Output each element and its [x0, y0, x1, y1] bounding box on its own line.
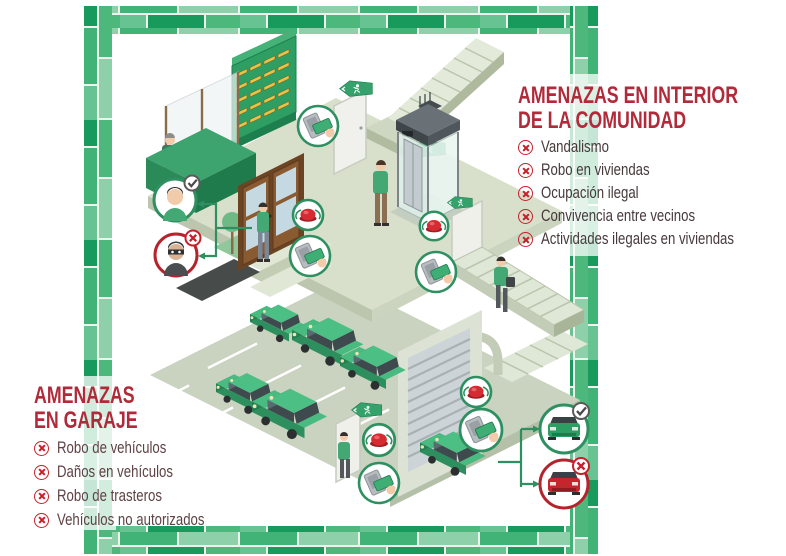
interior-title-line1: AMENAZAS EN INTERIOR — [518, 82, 739, 109]
garage-person — [338, 432, 350, 478]
list-item: Robo de trasteros — [34, 484, 264, 508]
card-reader-garage — [357, 461, 401, 505]
arrowhead — [533, 425, 540, 433]
stairs-person — [494, 256, 515, 312]
list-item: Daños en vehículos — [34, 460, 264, 484]
frame-fade-behind-interior-text — [566, 74, 602, 256]
exit-sign-hall — [338, 80, 373, 98]
interior-threats-panel: AMENAZAS EN INTERIOR DE LA COMUNIDAD Van… — [518, 83, 786, 251]
threat-label: Daños en vehículos — [57, 462, 173, 481]
x-badge-icon — [572, 457, 590, 475]
circled-x-icon — [518, 232, 533, 247]
alarm-button-entrance — [291, 198, 325, 232]
alarm-button-garage-door — [459, 375, 493, 409]
circled-x-icon — [518, 163, 533, 178]
circled-x-icon — [34, 464, 49, 480]
resident-circle — [152, 174, 201, 223]
threat-label: Robo de trasteros — [57, 486, 162, 505]
circled-x-icon — [518, 140, 533, 155]
garage-title-line1: AMENAZAS — [34, 382, 135, 409]
visitor-person — [257, 202, 270, 262]
threat-label: Ocupación ilegal — [541, 184, 639, 203]
interior-title-line2: DE LA COMUNIDAD — [518, 107, 687, 134]
burglar-circle — [153, 229, 202, 278]
circled-x-icon — [34, 488, 49, 504]
list-item: Vehículos no autorizados — [34, 508, 264, 532]
shutter-slats — [407, 338, 471, 458]
alarm-button-garage — [361, 422, 397, 458]
list-item: Convivencia entre vecinos — [518, 205, 786, 228]
list-item: Robo de vehículos — [34, 436, 264, 460]
concierge-booth — [146, 71, 256, 213]
threat-label: Actividades ilegales en viviendas — [541, 230, 734, 249]
garage-door — [398, 310, 503, 497]
garage-threats-list: Robo de vehículos Daños en vehículos Rob… — [34, 436, 264, 532]
mailboxes — [231, 28, 297, 150]
arrowhead — [197, 200, 204, 208]
x-badge-icon — [184, 229, 202, 247]
list-item: Actividades ilegales en viviendas — [518, 228, 786, 251]
garage-title-line2: EN GARAJE — [34, 407, 138, 434]
threat-label: Vandalismo — [541, 138, 609, 157]
card-reader-garage-door — [458, 407, 504, 453]
card-reader-stairs — [414, 250, 458, 294]
card-reader-entrance — [288, 234, 332, 278]
allowed-car-circle — [538, 402, 590, 455]
list-item: Vandalismo — [518, 136, 786, 159]
circled-x-icon — [34, 512, 49, 528]
brick-frame — [80, 6, 602, 554]
garage-threats-panel: AMENAZAS EN GARAJE Robo de vehículos Dañ… — [34, 383, 264, 532]
threat-label: Convivencia entre vecinos — [541, 207, 696, 226]
frame-fade-behind-garage-text — [80, 376, 116, 530]
identification-arrows — [204, 202, 252, 258]
denied-car-circle — [538, 457, 590, 510]
list-item: Ocupación ilegal — [518, 182, 786, 205]
circled-x-icon — [518, 209, 533, 224]
check-badge-icon — [572, 402, 590, 420]
vehicle-arrows — [498, 427, 533, 487]
check-badge-icon — [183, 174, 201, 192]
card-reader-mailboxes — [296, 104, 340, 148]
interior-threats-list: Vandalismo Robo en viviendas Ocupación i… — [518, 136, 786, 251]
list-item: Robo en viviendas — [518, 159, 786, 182]
entrance-door — [238, 153, 304, 271]
elevator-person — [373, 160, 389, 226]
threat-label: Robo de vehículos — [57, 438, 167, 457]
threat-label: Robo en viviendas — [541, 161, 650, 180]
arrowhead — [198, 252, 205, 260]
alarm-button-stairs — [418, 210, 450, 242]
circled-x-icon — [34, 440, 49, 456]
circled-x-icon — [518, 186, 533, 201]
threat-label: Vehículos no autorizados — [57, 510, 205, 529]
arrowhead — [533, 480, 540, 488]
